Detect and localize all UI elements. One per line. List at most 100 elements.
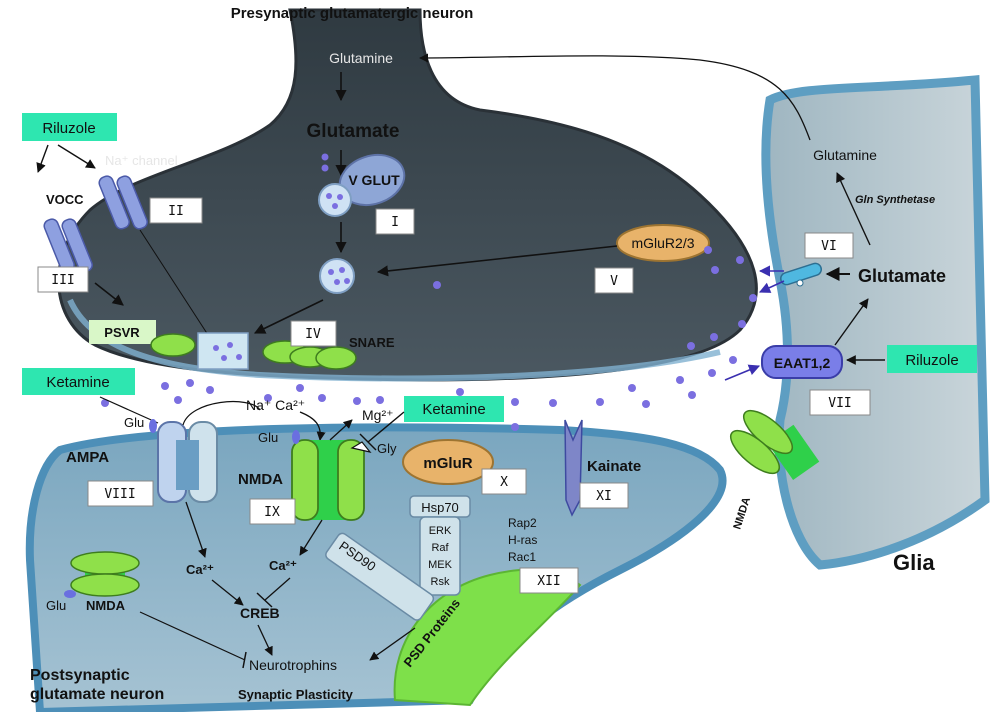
rsk-label: Rsk	[431, 576, 450, 588]
psvr-box	[89, 320, 156, 344]
nmda-glu-label: Glu	[258, 430, 278, 445]
na-channel	[98, 175, 148, 230]
mg-arrow	[329, 419, 353, 441]
glu-binding-site	[64, 590, 76, 598]
roman-label-ii: II	[149, 197, 203, 224]
ketamine-block-line	[367, 411, 405, 443]
roman-label-xi: XI	[579, 482, 629, 509]
glutamate-dot	[321, 153, 329, 161]
nmda-ca-arrow	[299, 519, 323, 556]
nmda-ca-label: Ca²⁺	[269, 558, 297, 573]
left-nmda-glu-label: Glu	[46, 598, 66, 613]
hras-label: H-ras	[508, 533, 537, 547]
glutamate-dot	[339, 267, 345, 273]
synaptic-plasticity-label: Synaptic Plasticity	[238, 687, 354, 702]
roman-label-i: I	[375, 208, 415, 235]
vglut-label: V GLUT	[348, 172, 400, 188]
mglur23-receptor	[616, 224, 710, 262]
snare-protein	[150, 333, 196, 357]
na-channel-line	[139, 229, 211, 339]
left-nmda-receptor	[70, 551, 140, 597]
svg-text:II: II	[168, 204, 184, 219]
nmda-ca-inhibit-bar	[256, 592, 273, 608]
roman-label-v: V	[594, 267, 634, 294]
left-nmda-inhibit-line	[139, 611, 246, 661]
mglur-receptor	[402, 439, 494, 485]
hsp70-label: Hsp70	[421, 500, 459, 515]
eaat-to-glutamate-arrow	[834, 298, 869, 346]
glutamate-dot	[321, 164, 329, 172]
synaptic-vesicle	[319, 258, 355, 294]
presynaptic-neuron	[57, 8, 758, 382]
glutamate-label: Glutamate	[307, 121, 400, 142]
mglur-label: mGluR	[423, 455, 472, 472]
ampa-label: AMPA	[66, 449, 109, 466]
mglur23-label: mGluR2/3	[631, 235, 694, 251]
synaptic-cleft-glutamate	[101, 246, 757, 431]
ketamine-drug-left	[22, 368, 135, 395]
rap2-label: Rap2	[508, 516, 537, 530]
riluzole-drug-top	[22, 113, 117, 141]
svg-text:V: V	[610, 274, 618, 289]
presynaptic-title: Presynaptic glutamatergic neuron	[231, 5, 474, 22]
riluzole-top-label: Riluzole	[42, 120, 95, 137]
ketamine-mid-label: Ketamine	[422, 401, 485, 418]
ampa-receptor	[157, 421, 218, 503]
glia-glutamate-label: Glutamate	[858, 266, 946, 286]
gly-label: Gly	[377, 441, 397, 456]
transporter-out-arrow-2	[758, 280, 785, 293]
glia-cell	[761, 75, 990, 570]
cleft-to-eaat-arrow	[724, 364, 761, 381]
glutamine-label: Glutamine	[329, 50, 393, 66]
glutamate-dot	[344, 278, 350, 284]
na-ca-influx-arrow	[299, 411, 326, 441]
vocc-label: VOCC	[46, 192, 84, 207]
vesicle-release-arrow	[253, 299, 324, 334]
glutamate-dot	[334, 279, 340, 285]
glial-nmda-label: NMDA	[731, 496, 753, 531]
glu-binding-site	[149, 419, 157, 433]
svg-text:VI: VI	[821, 239, 837, 254]
glutamate-dot	[236, 354, 242, 360]
fusing-vesicle	[197, 332, 249, 370]
eaat-transporter	[761, 345, 843, 379]
glutamate-dot	[326, 193, 332, 199]
riluzole-drug-right	[887, 345, 977, 373]
glutamate-dot	[328, 269, 334, 275]
glu-binding-site	[292, 430, 300, 444]
ketamine-left-label: Ketamine	[46, 374, 109, 391]
neurotrophins-label: Neurotrophins	[249, 657, 337, 673]
svg-text:III: III	[51, 273, 74, 288]
left-nmda-label: NMDA	[86, 598, 126, 613]
nmda-ca-inhibit-line	[264, 577, 291, 601]
riluzole-right-label: Riluzole	[905, 352, 958, 369]
svg-text:IV: IV	[305, 327, 321, 342]
glutamate-dot	[227, 342, 233, 348]
glia-glutamine-label: Glutamine	[813, 147, 877, 163]
nmda-label: NMDA	[238, 471, 283, 488]
ketamine-ampa-line	[99, 396, 159, 424]
synaptic-vesicle	[318, 183, 352, 217]
mglur23-inhibition-arrow	[376, 245, 618, 277]
svg-text:XI: XI	[596, 489, 612, 504]
creb-to-neurotrophins-arrow	[257, 624, 273, 656]
gln-synthetase-label: Gln Synthetase	[855, 194, 935, 206]
roman-label-xii: XII	[519, 567, 579, 594]
eaat-label: EAAT1,2	[774, 355, 831, 371]
ampa-ion-flow	[182, 400, 261, 426]
vocc-arrow	[94, 282, 124, 306]
glial-nmda-receptor	[730, 409, 820, 481]
ampa-glu-label: Glu	[124, 415, 144, 430]
riluzole-to-na-arrow	[57, 144, 96, 169]
riluzole-to-vocc-arrow	[36, 144, 49, 173]
ketamine-block-bar	[359, 433, 377, 451]
ketamine-drug-mid	[404, 396, 504, 422]
postsynaptic-title-line1: Postsynaptic	[30, 667, 130, 684]
psd-to-neurotrophins-arrow	[369, 627, 416, 661]
psvr-label: PSVR	[104, 325, 140, 340]
svg-text:VIII: VIII	[104, 487, 135, 502]
svg-text:XII: XII	[537, 574, 560, 589]
ampa-ca-label: Ca²⁺	[186, 562, 214, 577]
left-nmda-inhibit-bar	[242, 651, 247, 669]
